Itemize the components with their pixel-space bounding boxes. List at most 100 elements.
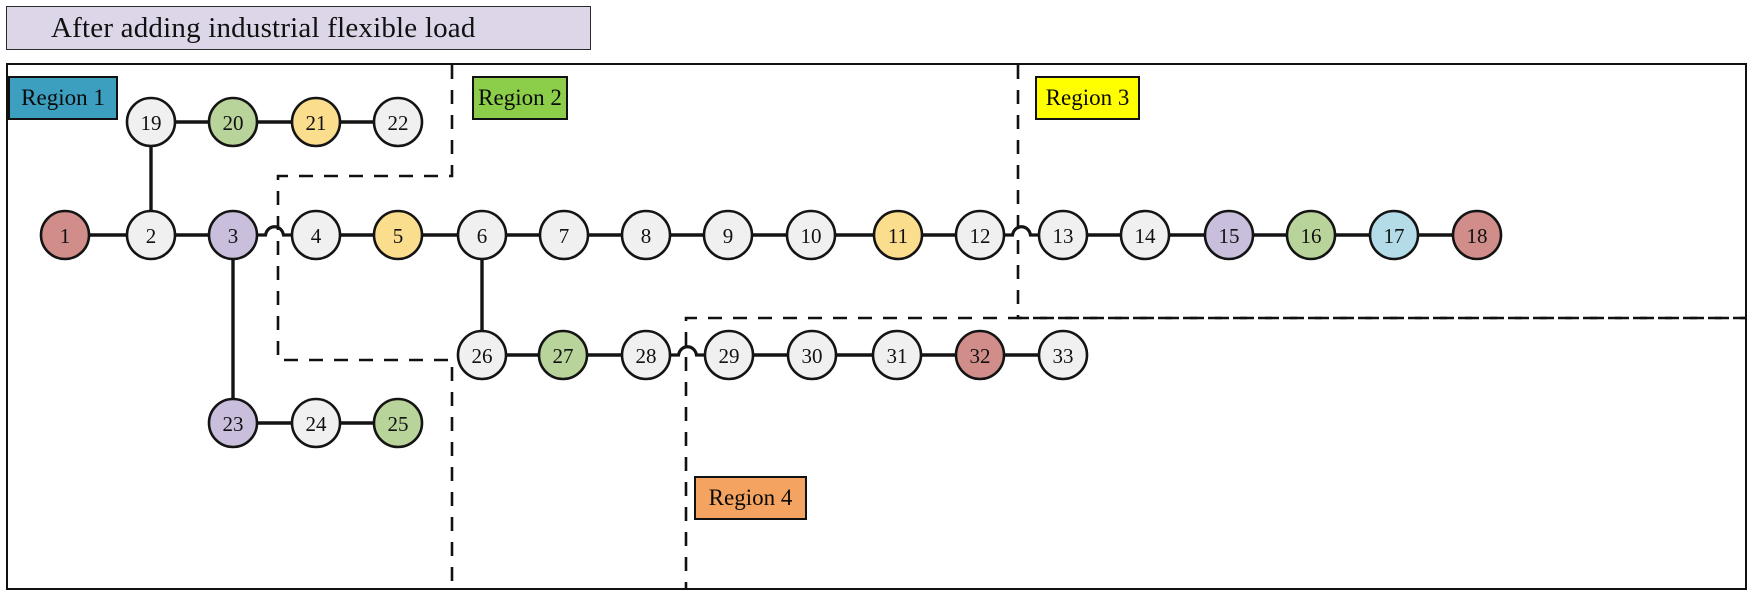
node-22[interactable]: 22: [372, 96, 424, 148]
node-label-12: 12: [970, 224, 991, 248]
node-31[interactable]: 31: [871, 329, 923, 381]
node-label-3: 3: [228, 224, 239, 248]
node-circle-26[interactable]: [456, 329, 508, 381]
node-circle-14[interactable]: [1119, 209, 1171, 261]
region-label-3-text: Region 3: [1045, 85, 1130, 110]
node-circle-29[interactable]: [703, 329, 755, 381]
node-13[interactable]: 13: [1037, 209, 1089, 261]
diagram-frame: [6, 63, 1747, 590]
node-21[interactable]: 21: [290, 96, 342, 148]
node-label-5: 5: [393, 224, 404, 248]
node-label-7: 7: [559, 224, 570, 248]
node-2[interactable]: 2: [125, 209, 177, 261]
node-14[interactable]: 14: [1119, 209, 1171, 261]
node-circle-15[interactable]: [1203, 209, 1255, 261]
node-label-15: 15: [1219, 224, 1240, 248]
node-circle-33[interactable]: [1037, 329, 1089, 381]
node-33[interactable]: 33: [1037, 329, 1089, 381]
node-circle-17[interactable]: [1368, 209, 1420, 261]
node-17[interactable]: 17: [1368, 209, 1420, 261]
node-label-2: 2: [146, 224, 157, 248]
node-circle-30[interactable]: [786, 329, 838, 381]
node-circle-4[interactable]: [290, 209, 342, 261]
node-circle-20[interactable]: [207, 96, 259, 148]
node-circle-28[interactable]: [620, 329, 672, 381]
node-25[interactable]: 25: [372, 397, 424, 449]
node-circle-11[interactable]: [872, 209, 924, 261]
node-label-22: 22: [388, 111, 409, 135]
node-12[interactable]: 12: [954, 209, 1006, 261]
node-10[interactable]: 10: [785, 209, 837, 261]
region-label-2[interactable]: Region 2: [472, 76, 568, 120]
node-label-24: 24: [306, 412, 328, 436]
node-3[interactable]: 3: [207, 209, 259, 261]
node-29[interactable]: 29: [703, 329, 755, 381]
node-6[interactable]: 6: [456, 209, 508, 261]
node-32[interactable]: 32: [954, 329, 1006, 381]
node-15[interactable]: 15: [1203, 209, 1255, 261]
node-30[interactable]: 30: [786, 329, 838, 381]
node-circle-12[interactable]: [954, 209, 1006, 261]
node-circle-31[interactable]: [871, 329, 923, 381]
node-label-31: 31: [887, 344, 908, 368]
node-11[interactable]: 11: [872, 209, 924, 261]
node-circle-16[interactable]: [1285, 209, 1337, 261]
node-19[interactable]: 19: [125, 96, 177, 148]
node-1[interactable]: 1: [39, 209, 91, 261]
node-circle-19[interactable]: [125, 96, 177, 148]
node-circle-22[interactable]: [372, 96, 424, 148]
region-divider-layer: [276, 65, 1747, 590]
diagram-title-banner: After adding industrial flexible load: [6, 6, 591, 50]
node-label-28: 28: [636, 344, 657, 368]
node-circle-21[interactable]: [290, 96, 342, 148]
node-label-4: 4: [311, 224, 322, 248]
node-label-20: 20: [223, 111, 244, 135]
node-label-23: 23: [223, 412, 244, 436]
node-circle-10[interactable]: [785, 209, 837, 261]
node-label-29: 29: [719, 344, 740, 368]
node-16[interactable]: 16: [1285, 209, 1337, 261]
node-20[interactable]: 20: [207, 96, 259, 148]
node-circle-32[interactable]: [954, 329, 1006, 381]
edge-jumper-3-4: [256, 225, 293, 237]
region-label-1[interactable]: Region 1: [8, 76, 118, 120]
node-8[interactable]: 8: [620, 209, 672, 261]
node-circle-24[interactable]: [290, 397, 342, 449]
node-label-10: 10: [801, 224, 822, 248]
node-4[interactable]: 4: [290, 209, 342, 261]
node-circle-18[interactable]: [1451, 209, 1503, 261]
node-label-14: 14: [1135, 224, 1157, 248]
node-9[interactable]: 9: [702, 209, 754, 261]
node-circle-9[interactable]: [702, 209, 754, 261]
node-circle-27[interactable]: [537, 329, 589, 381]
node-18[interactable]: 18: [1451, 209, 1503, 261]
region-label-4-text: Region 4: [708, 485, 793, 510]
region-label-3[interactable]: Region 3: [1035, 76, 1140, 120]
node-label-8: 8: [641, 224, 652, 248]
node-label-25: 25: [388, 412, 409, 436]
node-circle-5[interactable]: [372, 209, 424, 261]
node-label-32: 32: [970, 344, 991, 368]
node-circle-6[interactable]: [456, 209, 508, 261]
node-label-26: 26: [472, 344, 493, 368]
node-26[interactable]: 26: [456, 329, 508, 381]
node-23[interactable]: 23: [207, 397, 259, 449]
node-circle-23[interactable]: [207, 397, 259, 449]
node-circle-8[interactable]: [620, 209, 672, 261]
node-28[interactable]: 28: [620, 329, 672, 381]
region-label-4[interactable]: Region 4: [694, 476, 807, 520]
node-circle-3[interactable]: [207, 209, 259, 261]
node-circle-2[interactable]: [125, 209, 177, 261]
node-7[interactable]: 7: [538, 209, 590, 261]
node-27[interactable]: 27: [537, 329, 589, 381]
node-label-17: 17: [1384, 224, 1405, 248]
region-label-1-text: Region 1: [21, 85, 105, 110]
node-24[interactable]: 24: [290, 397, 342, 449]
node-circle-13[interactable]: [1037, 209, 1089, 261]
node-circle-7[interactable]: [538, 209, 590, 261]
node-5[interactable]: 5: [372, 209, 424, 261]
node-circle-1[interactable]: [39, 209, 91, 261]
node-circle-25[interactable]: [372, 397, 424, 449]
node-label-16: 16: [1301, 224, 1322, 248]
